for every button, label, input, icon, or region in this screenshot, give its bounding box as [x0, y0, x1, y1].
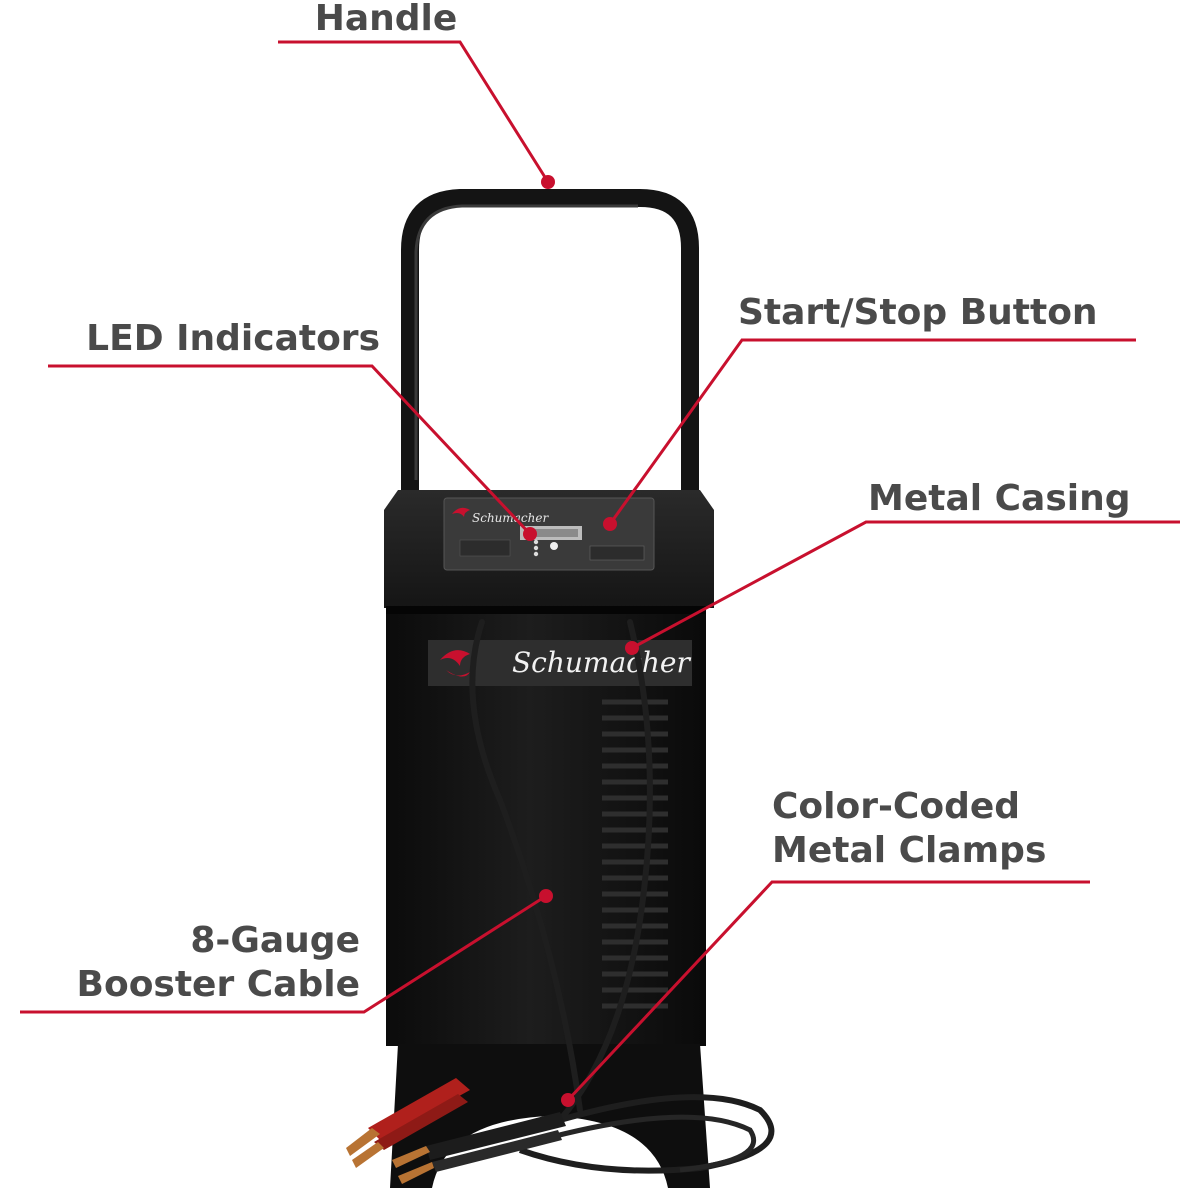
booster-cable — [469, 619, 583, 1113]
brand-logo-swoosh — [440, 650, 470, 677]
brand-plate: Schumacher — [428, 640, 692, 686]
battery-charger: Schumacher Schumacher — [346, 189, 775, 1188]
callout-start-stop-button-dot — [603, 517, 617, 531]
cooling-slots — [602, 699, 668, 1009]
panel-logo-swoosh — [452, 507, 470, 517]
callout-color-coded-clamps-label-line2: Metal Clamps — [772, 830, 1046, 871]
control-panel: Schumacher — [443, 497, 655, 571]
black-clamp — [392, 1112, 566, 1184]
callout-led-indicators-label: LED Indicators — [86, 318, 380, 359]
callout-led-indicators-line — [48, 364, 532, 536]
callout-booster-cable-line — [20, 894, 547, 1014]
callout-booster-cable-dot — [539, 889, 553, 903]
callout-handle: Handle — [278, 0, 555, 189]
led-indicator — [533, 551, 539, 557]
led-indicator — [533, 545, 539, 551]
handle — [401, 189, 699, 499]
callout-booster-cable-label-line2: Booster Cable — [77, 964, 360, 1005]
callout-booster-cable: 8-Gauge Booster Cable — [20, 889, 553, 1014]
callout-booster-cable-label-line1: 8-Gauge — [190, 920, 360, 961]
callout-metal-casing-dot — [625, 641, 639, 655]
callout-metal-casing-line — [631, 520, 1180, 650]
led-indicator — [533, 539, 539, 545]
callout-start-stop-button-line — [608, 338, 1136, 525]
callout-metal-casing: Metal Casing — [625, 478, 1180, 655]
callout-color-coded-clamps-label-line1: Color-Coded — [772, 786, 1020, 827]
cable-coil — [519, 1094, 775, 1174]
callout-start-stop-button: Start/Stop Button — [603, 292, 1136, 531]
callout-handle-dot — [541, 175, 555, 189]
callout-handle-label: Handle — [315, 0, 458, 39]
callout-led-indicators: LED Indicators — [48, 318, 537, 541]
callout-handle-line — [278, 40, 550, 183]
red-clamp — [346, 1078, 470, 1168]
callout-color-coded-clamps-line — [566, 880, 1090, 1102]
handle-highlight — [414, 204, 638, 480]
callout-metal-casing-label: Metal Casing — [868, 478, 1131, 519]
start-stop-button[interactable] — [550, 542, 558, 550]
booster-cable — [557, 619, 653, 1123]
brand-name: Schumacher — [512, 646, 691, 679]
cable-coil — [539, 1114, 757, 1173]
panel-brand-text: Schumacher — [472, 511, 549, 525]
callout-color-coded-clamps: Color-Coded Metal Clamps — [561, 786, 1090, 1107]
callout-color-coded-clamps-dot — [561, 1093, 575, 1107]
callout-start-stop-button-label: Start/Stop Button — [738, 292, 1098, 333]
callout-led-indicators-dot — [523, 527, 537, 541]
